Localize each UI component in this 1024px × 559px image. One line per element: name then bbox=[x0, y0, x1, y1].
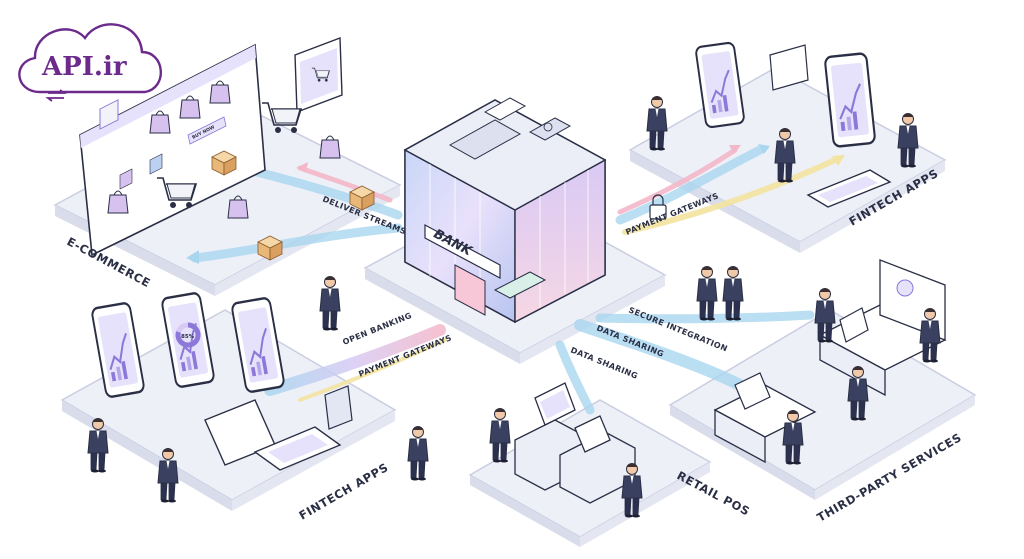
fintech-tablet bbox=[806, 169, 892, 208]
wallet-icon bbox=[324, 385, 353, 430]
padlock-icon bbox=[649, 194, 667, 220]
exchange-arrows-icon bbox=[45, 89, 67, 102]
person bbox=[407, 426, 429, 481]
person bbox=[722, 266, 744, 321]
flow-label-data-sharing-right: DATA SHARING bbox=[595, 324, 665, 359]
smartphone-icon bbox=[823, 51, 877, 149]
region-label-fintech-bottom: FINTECH APPS bbox=[297, 460, 391, 523]
person bbox=[696, 266, 718, 321]
pos-terminal-icon bbox=[514, 382, 636, 504]
ecommerce-small-screen bbox=[294, 37, 343, 113]
person bbox=[319, 276, 341, 331]
donut-value: 85% bbox=[181, 334, 195, 340]
donut-chart bbox=[175, 322, 201, 348]
logo-text: API.ir bbox=[41, 52, 127, 82]
bank-building bbox=[403, 97, 607, 324]
flow-arrowheads bbox=[186, 144, 845, 264]
shopping-bag-icon bbox=[319, 135, 341, 159]
cloud-icon bbox=[18, 23, 162, 94]
region-label-retail-pos: RETAIL POS bbox=[675, 468, 753, 518]
api-logo bbox=[18, 23, 162, 102]
fintech-tablet-bottom bbox=[204, 399, 342, 471]
flow-label-data-sharing-left: DATA SHARING bbox=[569, 346, 639, 381]
fintech-card-screen bbox=[769, 44, 809, 91]
